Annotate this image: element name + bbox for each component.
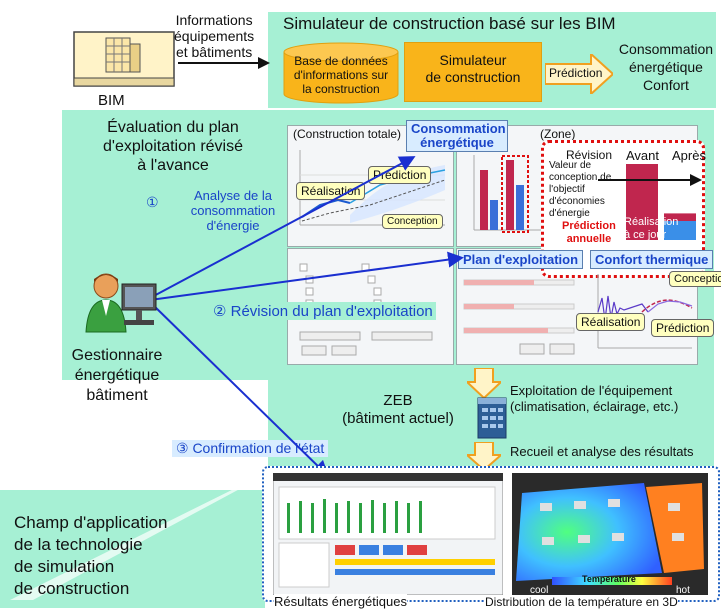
realisation-today-label: Réalisation à ce jour [624,216,679,241]
step1-number: ① [146,194,159,210]
operation-plan-box: Plan d'exploitation [458,250,584,269]
step2-label: ② Révision du plan d'exploitation [210,302,436,320]
zeb-building-icon [477,397,507,439]
database-label: Base de données d'informations sur la co… [293,54,389,96]
simulator-outputs: Consommation énergétique Confort [618,41,714,93]
energy-results-caption: Résultats énergétiques [274,594,407,609]
temperature-cool-label: cool [530,585,549,596]
database-cylinder-icon [283,42,399,104]
avant-apres-chart [626,164,696,240]
avant-bar [626,164,658,240]
evaluation-title: Évaluation du plan d'exploitation révisé… [102,119,244,174]
apres-label: Après [672,148,706,163]
revision-label: Révision [566,148,613,162]
annual-prediction-label: Prédiction annuelle [562,220,616,245]
bim-to-simulator-arrow [178,57,270,69]
avant-label: Avant [626,148,660,163]
zeb-label: ZEB (bâtiment actuel) [342,392,454,427]
down-arrow-icon-2 [467,442,501,470]
bim-label: BIM [98,92,125,109]
prediction-arrow-label: Prédiction [549,66,603,80]
zeb-analysis-label: Recueil et analyse des résultats [510,444,694,459]
simulator-box [404,42,542,102]
temperature-caption: Distribution de la température en 3D [485,595,678,609]
construction-total-label: (Construction totale) [293,127,402,141]
target-line-arrow [598,174,702,186]
bim-building-icon [73,31,175,87]
conception-callout: Conception [382,214,443,229]
simulator-label: Simulateur de construction [425,52,521,85]
zone-bar-chart [473,155,544,233]
zone-label: (Zone) [540,127,576,141]
thermal-comfort-box: Confort thermique [590,250,714,269]
plan-sliders [463,279,575,355]
apres-realisation-bar [664,221,696,240]
thermal-prediction-callout: Prédiction [651,319,715,337]
manager-computer-icon [85,273,157,333]
scope-label: Champ d'application de la technologie de… [14,513,168,598]
energy-results-screenshot [273,473,503,595]
simulator-title: Simulateur de construction basé sur les … [283,14,616,33]
thermal-realisation-callout: Réalisation [576,313,646,331]
temperature-hot-label: hot [676,585,690,596]
design-value-label: Valeur de conception de l'objectif d'éco… [549,160,612,219]
energy-consumption-box: Consommation énergétique [406,120,508,152]
temperature-legend-title: Temperature [582,574,636,584]
prediction-arrow-icon [545,54,613,94]
thermal-conception-callout: Conception [669,271,721,287]
zeb-equipment-label: Exploitation de l'équipement (climatisat… [510,383,679,414]
step3-label: ③ Confirmation de l'état [172,440,329,457]
temperature-3d-screenshot [512,473,708,595]
down-arrow-icon-1 [467,368,501,398]
realisation-callout: Réalisation [296,182,366,200]
manager-label: Gestionnaire énergétique bâtiment [71,347,163,404]
bim-info-label: Informations équipements et bâtiments [174,12,255,60]
step1-label: Analyse de la consommation d'énergie [190,188,276,233]
